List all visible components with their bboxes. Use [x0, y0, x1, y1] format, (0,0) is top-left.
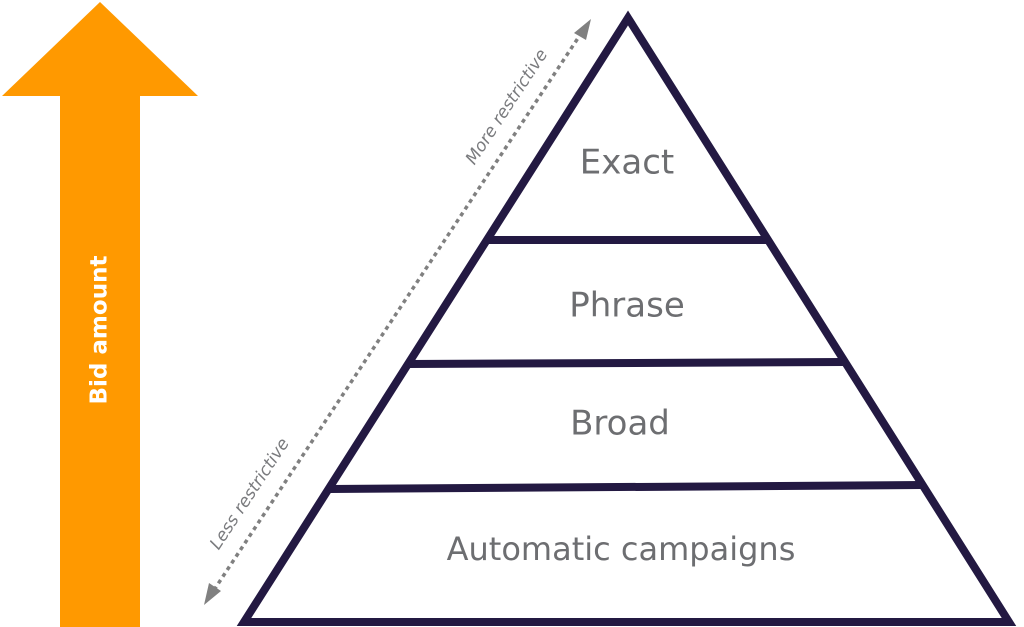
bid-amount-arrow: Bid amount [2, 2, 198, 627]
arrowhead-top-icon [574, 19, 591, 40]
restrictiveness-dotted-line [212, 31, 584, 591]
keyword-match-pyramid: Exact Phrase Broad Automatic campaigns [236, 10, 1017, 626]
restrictiveness-axis: More restrictive Less restrictive [204, 19, 591, 605]
bid-amount-arrow-shape [2, 2, 198, 627]
more-restrictive-label: More restrictive [462, 46, 552, 169]
tier-label-exact: Exact [580, 143, 674, 183]
tier-divider-2 [407, 358, 845, 368]
pyramid-outline [236, 10, 1017, 626]
tier-label-automatic-campaigns: Automatic campaigns [447, 530, 796, 568]
tier-label-phrase: Phrase [569, 286, 685, 326]
tier-label-broad: Broad [570, 404, 670, 444]
bid-amount-label: Bid amount [87, 256, 113, 405]
tier-divider-3 [329, 481, 923, 493]
arrowhead-bottom-icon [204, 583, 221, 605]
